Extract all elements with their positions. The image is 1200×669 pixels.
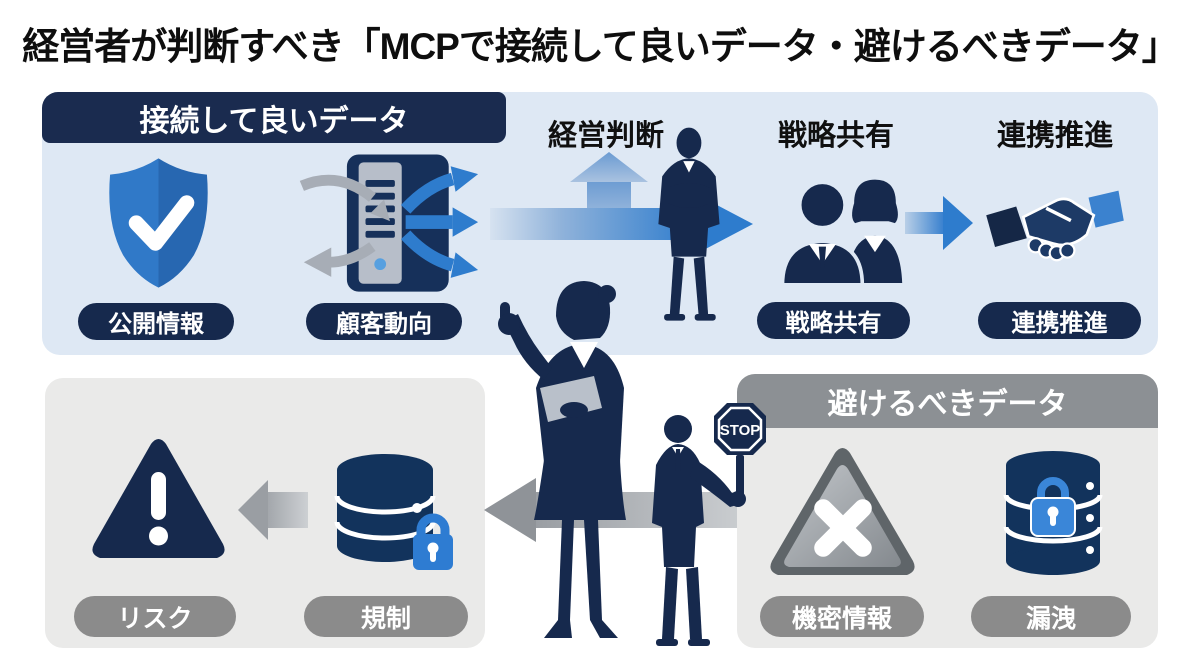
pill-regulation: 規制: [304, 596, 468, 637]
flow-arrow-small-icon: [905, 196, 973, 250]
executive-silhouette: [658, 127, 720, 321]
database-lock-icon: [1003, 451, 1103, 575]
avoid-panel-header: 避けるべきデータ: [737, 374, 1158, 428]
handshake-icon: [986, 190, 1124, 262]
pill-confidential: 機密情報: [760, 596, 924, 637]
x-triangle-icon: [770, 448, 915, 575]
stop-sign-man-silhouette: STOP: [652, 403, 766, 646]
database-lock-icon: [334, 454, 453, 570]
pill-strategy-share: 戦略共有: [757, 302, 910, 339]
team-icon: [780, 179, 903, 286]
pill-risk: リスク: [74, 596, 236, 637]
pill-customer-trends: 顧客動向: [306, 303, 462, 340]
warning-triangle-icon: [92, 439, 225, 558]
server-exchange-icon: [299, 154, 479, 292]
businesswoman-silhouette: [498, 281, 626, 638]
heading-strategy-share: 戦略共有: [778, 120, 895, 152]
pill-public-info: 公開情報: [78, 303, 234, 340]
pill-leak: 漏洩: [971, 596, 1131, 637]
page-title: 経営者が判断すべき「MCPで接続して良いデータ・避けるべきデータ」: [22, 26, 1179, 67]
heading-collab-promo: 連携推進: [997, 120, 1114, 152]
shield-check-icon: [109, 158, 208, 288]
stop-sign-label: STOP: [720, 422, 761, 439]
safe-panel-header: 接続して良いデータ: [42, 92, 506, 143]
risk-arrow-left-icon: [238, 480, 308, 540]
pill-collab-promo: 連携推進: [978, 302, 1141, 339]
heading-management-decision: 経営判断: [548, 120, 665, 152]
